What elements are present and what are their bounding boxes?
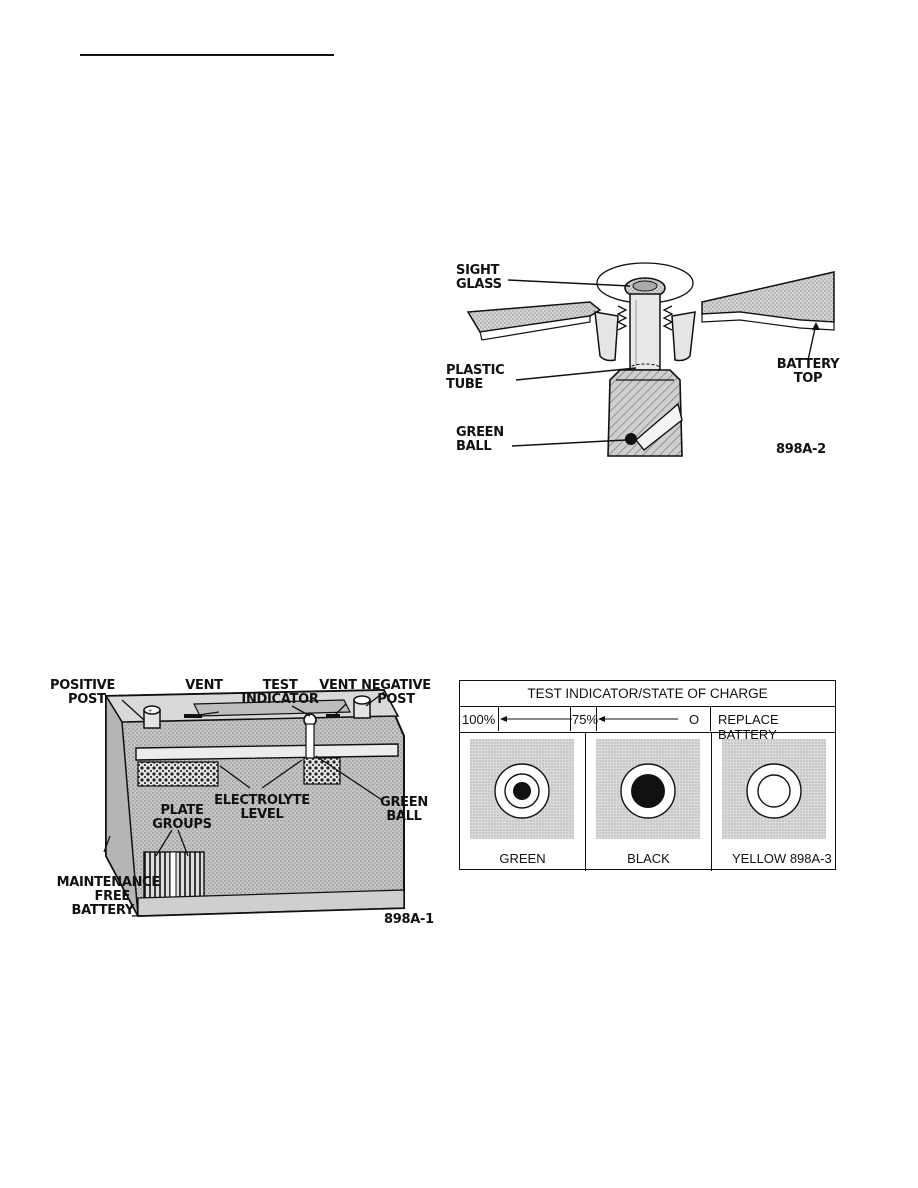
scale-divider-4 [710,707,711,731]
scale-replace-battery: REPLACE BATTERY [718,712,779,742]
figure-sight-glass [440,250,850,470]
sight-glass-drawing [466,262,835,457]
figure-id-898a-2: 898A-2 [776,442,826,457]
scale-divider-2 [570,707,571,731]
indicator-row: GREEN BLACK YELLOW 898A-3 [460,733,835,871]
indicator-yellow-label: YELLOW 898A-3 [732,851,832,866]
scale-divider-3 [596,707,597,731]
indicator-cell-black: BLACK [586,733,712,871]
figure-id-898a-3: 898A-3 [789,851,832,866]
indicator-black-label: BLACK [627,851,670,866]
indicator-cell-yellow: YELLOW 898A-3 [712,733,835,871]
arrow-left-2 [598,716,678,722]
scale-0: O [689,712,700,727]
scale-75: 75% [572,712,599,727]
arrow-left-1 [500,716,572,722]
table-title: TEST INDICATOR/STATE OF CHARGE [460,681,835,707]
indicator-green-icon [470,739,574,839]
figure-battery-cutaway: + [44,676,444,936]
header-rule [80,54,334,56]
indicator-black-icon [596,739,700,839]
label-vent-right: VENT [319,678,357,693]
charge-scale-row: 100% 75% O REPLACE BATTERY [460,707,835,742]
battery-cutaway-drawing: + [103,688,405,918]
indicator-cell-green: GREEN [460,733,586,871]
figure-id-898a-1: 898A-1 [384,912,434,927]
label-maintenance-free-battery: MAINTENANCE FREE BATTERY [56,875,161,918]
label-vent-left: VENT [185,678,223,693]
indicator-yellow-icon [722,739,826,839]
svg-text:+: + [148,708,152,715]
scale-divider-1 [498,707,499,731]
state-of-charge-table: TEST INDICATOR/STATE OF CHARGE 100% 75% … [459,680,836,871]
scale-100: 100% [462,712,496,727]
indicator-green-label: GREEN [499,851,546,866]
